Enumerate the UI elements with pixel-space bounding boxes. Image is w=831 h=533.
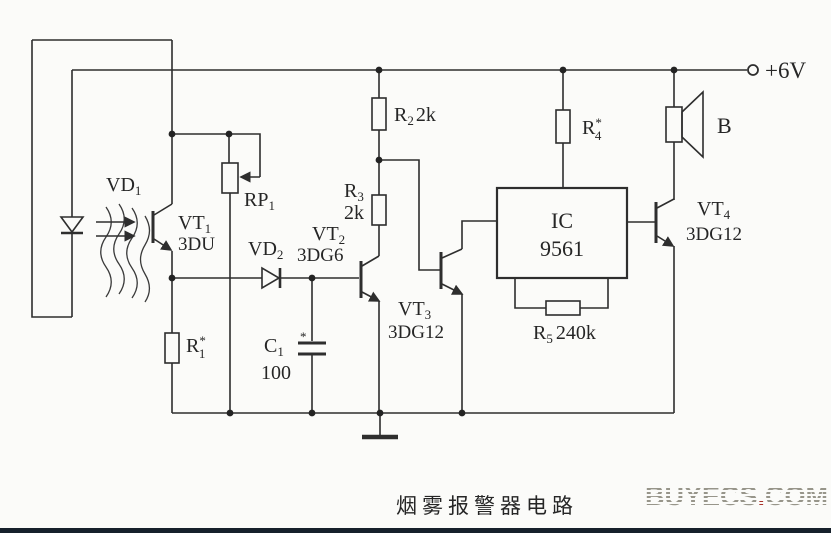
ic-9561-box xyxy=(495,186,629,280)
bottom-edge-bar xyxy=(0,528,831,533)
label-rp1: RP1 xyxy=(244,189,275,213)
wires xyxy=(31,39,747,435)
label-vt1-model: 3DU xyxy=(178,234,215,255)
led-vd1-glyph xyxy=(59,216,85,235)
label-vd1: VD1 xyxy=(106,174,141,198)
resistor-r4-glyph xyxy=(555,109,571,144)
label-vt4: VT4 xyxy=(697,198,731,222)
transistor-vt4-glyph xyxy=(654,198,675,247)
junction-dots xyxy=(168,66,678,417)
label-ic-model: 9561 xyxy=(540,236,584,261)
label-c1-polarity: * xyxy=(300,329,307,344)
resistor-r3-glyph xyxy=(371,194,387,226)
label-vt1: VT1 xyxy=(178,212,211,236)
transistor-vt2-glyph xyxy=(359,255,381,302)
speaker-b-glyph xyxy=(665,90,704,159)
label-c1: C1 xyxy=(264,335,284,359)
label-r3: R3 xyxy=(344,180,364,204)
caption: 烟雾报警器电路 xyxy=(396,494,578,518)
phototransistor-vt1-glyph xyxy=(151,203,173,251)
label-r3-value: 2k xyxy=(344,202,364,224)
label-vt2: VT2 xyxy=(312,223,345,247)
light-arrows-icon xyxy=(96,216,136,242)
power-terminal xyxy=(747,64,759,76)
transistor-vt3-glyph xyxy=(439,248,464,295)
label-vt2-model: 3DG6 xyxy=(297,245,343,266)
label-power: +6V xyxy=(765,58,806,83)
label-c1-value: 100 xyxy=(261,362,291,384)
watermark-stripes xyxy=(641,480,827,514)
label-vt4-model: 3DG12 xyxy=(686,224,742,245)
label-r4: R*4 xyxy=(582,115,602,143)
resistor-r1-glyph xyxy=(164,332,180,364)
label-ic: IC xyxy=(551,208,573,233)
label-speaker: B xyxy=(717,113,732,138)
capacitor-c1-glyph xyxy=(298,341,326,356)
resistor-r2-glyph xyxy=(371,97,387,131)
label-vd2: VD2 xyxy=(248,238,283,262)
label-vt3: VT3 xyxy=(398,298,431,322)
watermark-buyecs: BUYECS.COM xyxy=(641,480,828,514)
diode-vd2-glyph xyxy=(261,266,282,290)
label-r1: R*1 xyxy=(186,333,206,361)
potentiometer-rp1-glyph xyxy=(221,162,260,194)
smoke-waves-icon xyxy=(100,203,151,303)
resistor-r5-glyph xyxy=(545,300,581,316)
label-vt3-model: 3DG12 xyxy=(388,322,444,343)
